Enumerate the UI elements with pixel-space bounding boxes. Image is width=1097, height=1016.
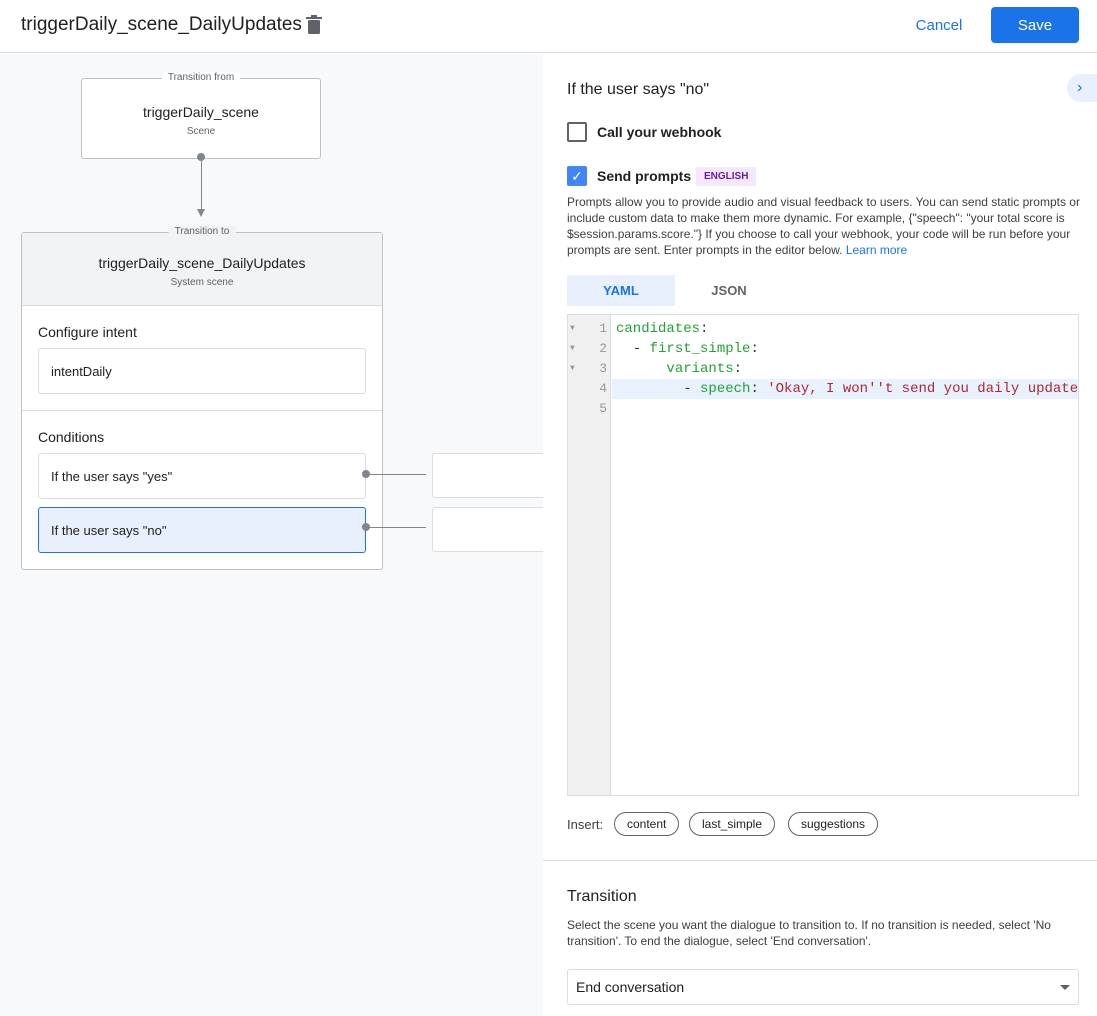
intent-box[interactable]: intentDaily <box>38 348 366 394</box>
node-label: Transition to <box>168 226 236 237</box>
detail-panel: › If the user says "no" Call your webhoo… <box>543 54 1097 1016</box>
node-label: Transition from <box>161 72 241 83</box>
code-editor[interactable]: ▼ 1 ▼ 2 ▼ 3 4 5 candidates: - first_simple:… <box>567 314 1079 796</box>
trash-icon[interactable] <box>305 15 323 40</box>
node-subtitle: System scene <box>170 277 234 288</box>
transition-to-node: Transition to triggerDaily_scene_DailyUp… <box>21 226 383 570</box>
code-line: - speech: 'Okay, I won''t send you daily… <box>616 381 1078 397</box>
line-number: 4 <box>599 381 607 396</box>
connector-dot <box>197 153 205 161</box>
description-text: Prompts allow you to provide audio and v… <box>567 195 1080 257</box>
condition-no[interactable]: If the user says "no" <box>38 507 366 553</box>
chevron-right-icon[interactable]: › <box>1067 74 1097 102</box>
tab-json[interactable]: JSON <box>711 283 747 298</box>
arrow-head-icon <box>197 209 205 217</box>
conditions-heading: Conditions <box>38 429 105 445</box>
insert-label: Insert: <box>567 817 604 832</box>
language-badge: ENGLISH <box>696 167 757 186</box>
code-line: - first_simple: <box>616 341 759 357</box>
tab-yaml[interactable]: YAML <box>567 275 675 306</box>
connector-line <box>366 474 426 475</box>
code-line: candidates: <box>616 321 709 337</box>
line-number: 1 <box>599 321 607 336</box>
selected-value: End conversation <box>576 979 685 995</box>
cancel-button[interactable]: Cancel <box>905 8 973 42</box>
header: triggerDaily_scene_DailyUpdates Cancel S… <box>0 0 1097 53</box>
prompts-label: Send prompts <box>597 168 692 184</box>
line-number: 3 <box>599 361 607 376</box>
webhook-label: Call your webhook <box>597 124 722 140</box>
node-subtitle: Scene <box>186 126 216 137</box>
learn-more-link[interactable]: Learn more <box>845 243 908 257</box>
page-title: triggerDaily_scene_DailyUpdates <box>21 14 302 35</box>
code-line: variants: <box>666 361 743 377</box>
active-line-highlight <box>612 379 1078 399</box>
fold-icon[interactable]: ▼ <box>570 344 575 353</box>
panel-heading: If the user says "no" <box>567 81 710 98</box>
line-number: 2 <box>599 341 607 356</box>
line-number: 5 <box>599 401 607 416</box>
prompts-description: Prompts allow you to provide audio and v… <box>567 194 1087 258</box>
transition-description: Select the scene you want the dialogue t… <box>567 918 1051 948</box>
webhook-checkbox[interactable] <box>567 122 587 142</box>
connector-line <box>201 158 202 210</box>
target-node-yes[interactable] <box>432 453 543 498</box>
dropdown-arrow-icon <box>1060 985 1070 990</box>
fold-icon[interactable]: ▼ <box>570 324 575 333</box>
node-title: triggerDaily_scene <box>143 104 259 120</box>
divider <box>22 410 382 411</box>
editor-gutter <box>568 315 611 795</box>
condition-yes[interactable]: If the user says "yes" <box>38 453 366 499</box>
connector-line <box>366 527 426 528</box>
target-node-no[interactable] <box>432 507 543 552</box>
intent-heading: Configure intent <box>38 324 137 340</box>
save-button[interactable]: Save <box>991 7 1079 43</box>
scene-canvas: Transition from triggerDaily_scene Scene… <box>0 54 543 1016</box>
insert-chip-suggestions[interactable]: suggestions <box>788 812 879 836</box>
node-title: triggerDaily_scene_DailyUpdates <box>98 255 306 271</box>
transition-from-node[interactable]: Transition from triggerDaily_scene Scene <box>81 72 321 159</box>
transition-heading: Transition <box>567 888 637 905</box>
prompts-checkbox[interactable]: ✓ <box>567 166 587 186</box>
insert-chip-last-simple[interactable]: last_simple <box>689 812 776 836</box>
divider <box>543 860 1097 861</box>
transition-select[interactable]: End conversation <box>567 969 1079 1005</box>
fold-icon[interactable]: ▼ <box>570 364 575 373</box>
insert-chip-content[interactable]: content <box>614 812 680 836</box>
